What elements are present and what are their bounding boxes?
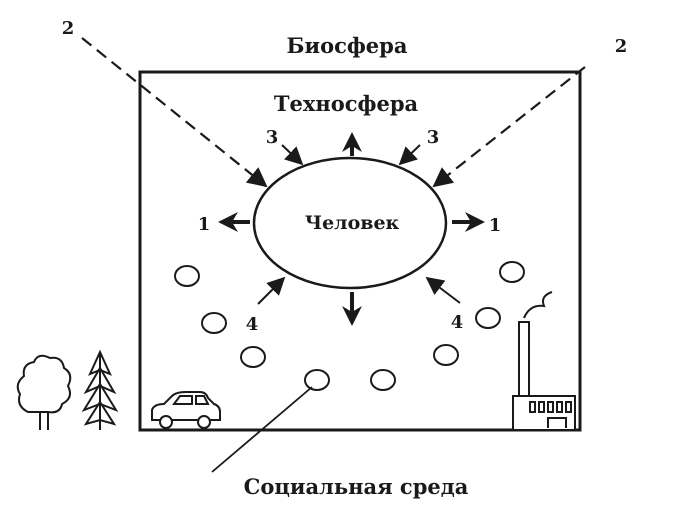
marker-4-left: 4 [246,314,259,335]
social-circle [433,344,459,366]
arrow-4-left [257,276,286,305]
fir-tree-icon [81,349,119,430]
arrow-3-left [281,144,304,166]
dashed-line-2-right [432,66,586,188]
technosphere-frame [138,70,582,432]
social-circle [304,369,330,391]
marker-2-right: 2 [615,36,628,57]
outward-arrows [218,132,485,326]
marker-1-left: 1 [198,214,211,235]
social-pointer-line [211,386,313,473]
social-circles [174,261,525,391]
marker-3-right: 3 [427,127,440,148]
social-circle [240,346,266,368]
technosphere-label: Техносфера [274,91,419,116]
social-circle [475,307,501,329]
marker-1-right: 1 [489,215,502,236]
social-circle [174,265,200,287]
social-circle [499,261,525,283]
biosphere-label: Биосфера [287,33,408,58]
human-label: Человек [305,212,400,234]
social-circle [370,369,396,391]
tree-icon [16,354,72,430]
marker-2-left: 2 [62,18,75,39]
arrow-3-right [398,144,421,166]
marker-4-right: 4 [451,312,464,333]
car-icon [151,391,221,429]
social-environment-label: Социальная среда [244,474,469,499]
human-ellipse [252,156,448,290]
social-circle [201,312,227,334]
marker-3-left: 3 [266,127,279,148]
dashed-line-2-left [81,37,268,188]
arrow-4-right [425,276,461,304]
factory-icon [512,291,576,431]
